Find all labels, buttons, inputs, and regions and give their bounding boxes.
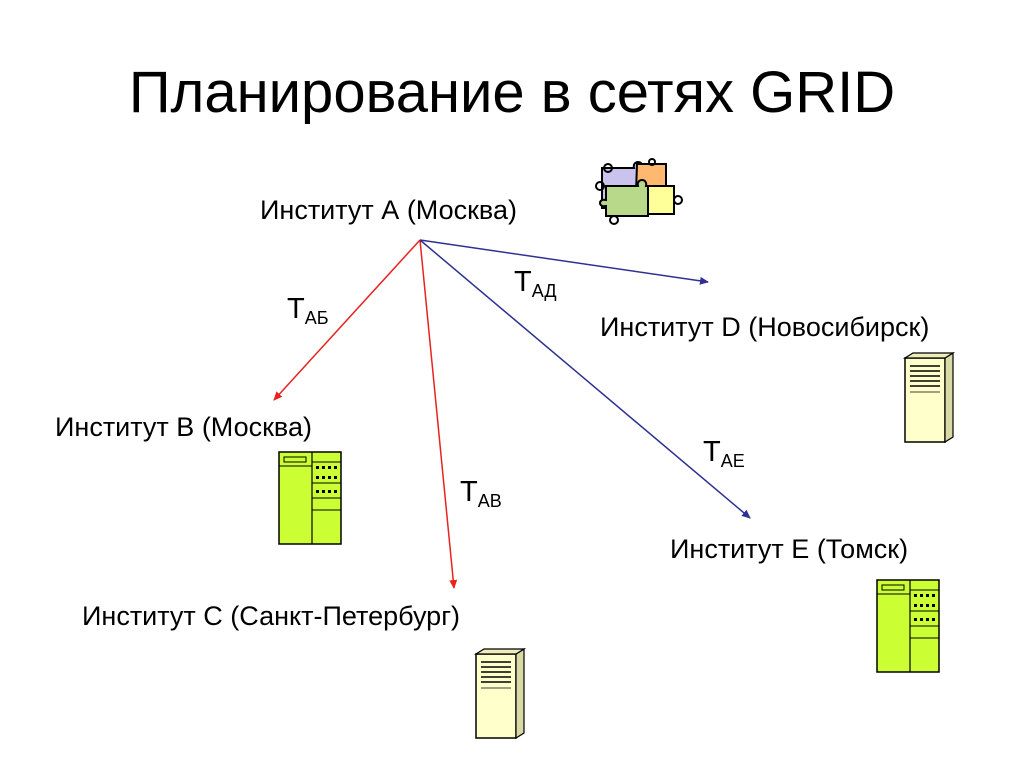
edge-label-ad: TАД — [514, 266, 557, 301]
edge-label-ae-sub: АЕ — [720, 451, 745, 471]
node-label-d: Институт D (Новосибирск) — [600, 312, 930, 342]
edge-label-ad-sub: АД — [531, 281, 557, 301]
puzzle-icon — [595, 158, 683, 225]
node-label-c: Институт С (Санкт-Петербург) — [82, 601, 461, 631]
edge-label-av-sub: АВ — [477, 491, 502, 511]
edge-label-av-main: T — [460, 476, 478, 508]
node-label-b: Институт В (Москва) — [55, 412, 312, 442]
edge-ab — [273, 239, 421, 401]
node-label-e: Институт Е (Томск) — [670, 534, 909, 564]
edge-ad — [419, 239, 709, 285]
slide-title: Планирование в сетях GRID — [128, 60, 896, 125]
edge-ae — [419, 239, 751, 519]
edge-label-ae-main: T — [703, 436, 721, 468]
edge-label-ab-sub: АБ — [304, 308, 329, 328]
server-tower-icon-d — [904, 352, 954, 443]
node-label-a: Институт А (Москва) — [260, 195, 517, 225]
edge-label-ab-main: T — [287, 293, 305, 325]
edge-av — [419, 239, 458, 589]
edge-label-ae: TАЕ — [703, 436, 745, 471]
server-rack-icon-e — [876, 579, 940, 673]
edge-label-ad-main: T — [514, 266, 532, 298]
server-rack-icon-b — [278, 451, 342, 545]
server-tower-icon-c — [475, 648, 525, 739]
edge-label-ab: TАБ — [287, 293, 329, 328]
edge-label-av: TАВ — [460, 476, 502, 511]
